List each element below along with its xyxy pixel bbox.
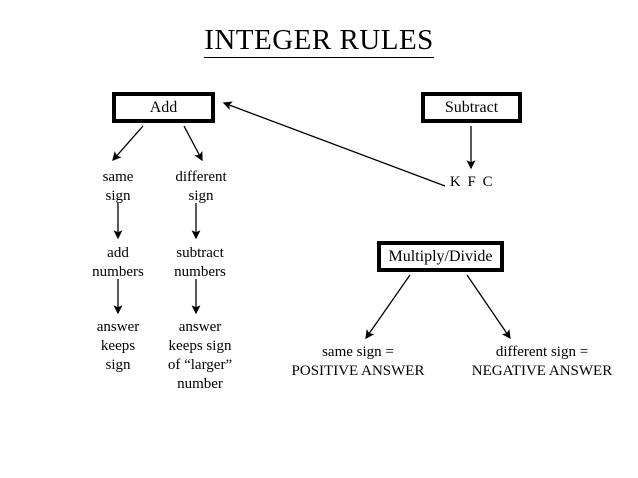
note-different-sign-negative-answer: different sign = NEGATIVE ANSWER [471, 344, 613, 379]
page-title-text: INTEGER RULES [204, 24, 434, 58]
note-add-numbers: add numbers [92, 245, 144, 280]
note-answer-keeps-sign: answer keeps sign [96, 319, 140, 373]
page-title: INTEGER RULES [0, 24, 638, 58]
note-answer-keeps-sign-of-larger-number: answer keeps sign of “larger” number [167, 319, 233, 392]
note-different-sign: different sign [175, 169, 227, 204]
box-subtract-label: Subtract [444, 98, 499, 116]
note-subtract-numbers: subtract numbers [174, 245, 226, 280]
note-same-sign-positive-answer: same sign = POSITIVE ANSWER [291, 344, 425, 379]
box-subtract[interactable]: Subtract [421, 92, 522, 123]
box-add[interactable]: Add [112, 92, 215, 123]
arrow-multiply-divide-to-positive-answer [365, 274, 411, 340]
box-multiply-divide[interactable]: Multiply/Divide [377, 241, 504, 272]
arrow-multiply-divide-to-negative-answer [466, 274, 511, 340]
box-multiply-divide-label: Multiply/Divide [388, 247, 493, 265]
note-kfc: K F C [449, 174, 495, 190]
arrow-add-to-same-sign [112, 125, 144, 161]
note-same-sign: same sign [102, 169, 134, 204]
arrow-add-to-different-sign [183, 125, 203, 162]
box-add-label: Add [149, 98, 178, 116]
arrow-kfc-to-add [222, 101, 446, 187]
